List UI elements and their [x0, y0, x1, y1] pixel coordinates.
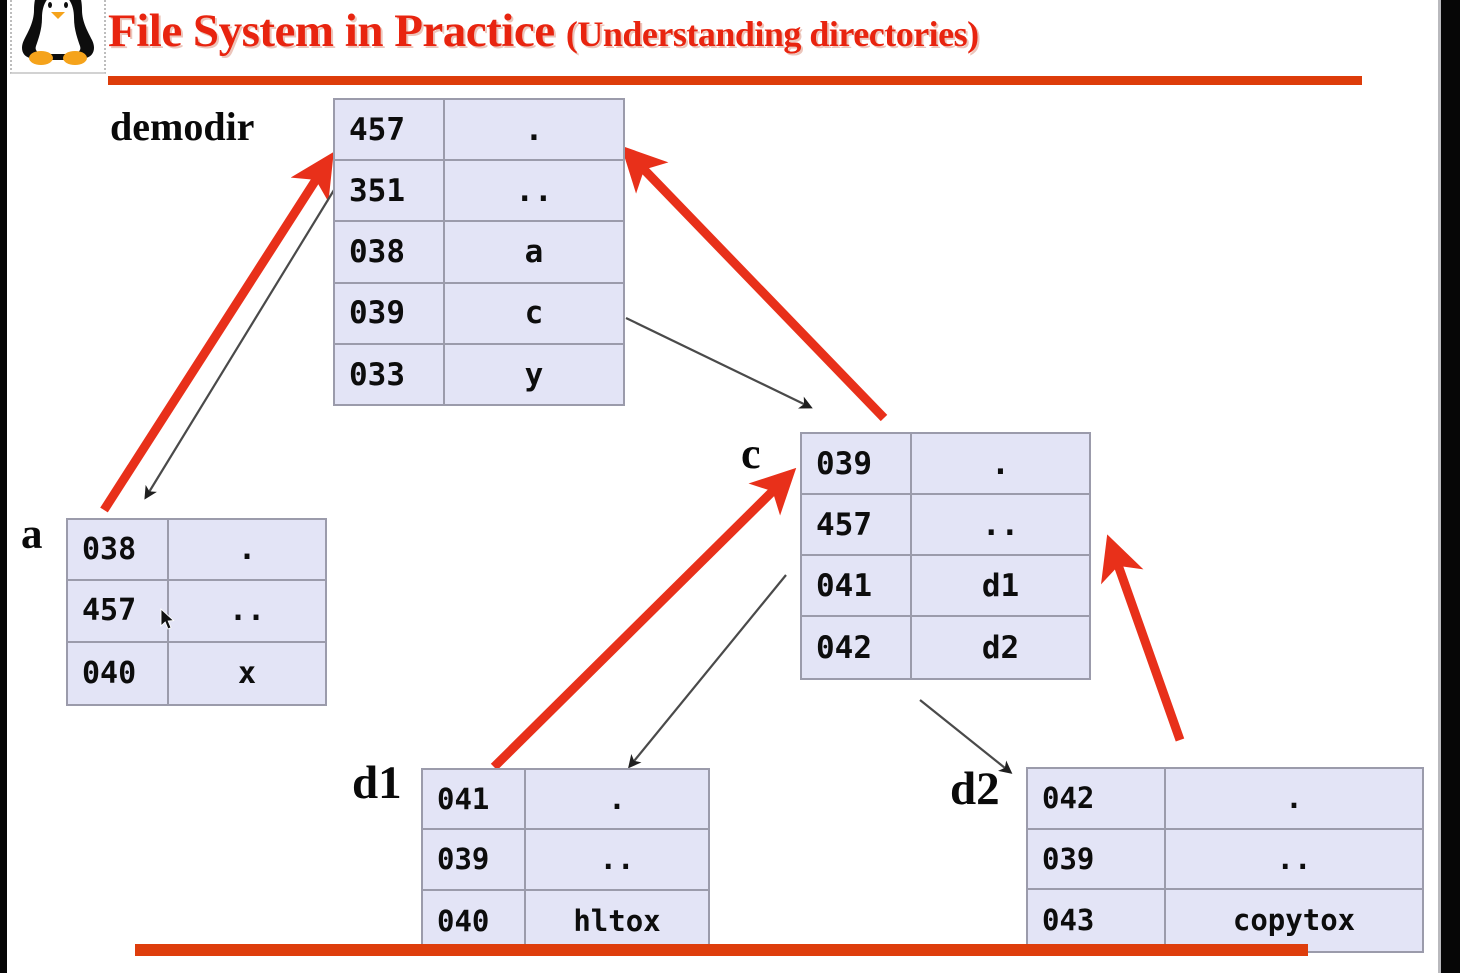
inode-cell: 457 — [68, 581, 169, 641]
inode-cell: 042 — [1028, 769, 1166, 828]
inode-cell: 039 — [1028, 829, 1166, 889]
name-cell: . — [991, 445, 1010, 482]
table-row[interactable]: 033 y — [335, 344, 623, 406]
table-row[interactable]: 039 . — [802, 434, 1089, 495]
inode-cell: 039 — [423, 830, 526, 889]
arrow-d2-to-c — [1101, 534, 1185, 742]
inode-cell: 457 — [802, 495, 912, 554]
name-cell: .. — [599, 842, 635, 877]
dir-table-c: 039 . 457 .. 041 d1 042 d2 — [800, 432, 1091, 680]
inode-cell: 038 — [335, 222, 445, 282]
inode-cell: 040 — [423, 890, 526, 951]
mouse-cursor-icon — [160, 608, 175, 630]
name-cell: c — [524, 295, 544, 332]
name-cell: d2 — [981, 629, 1020, 666]
table-row[interactable]: 042 . — [1028, 769, 1422, 830]
table-row[interactable]: 040 x — [68, 642, 325, 704]
inode-cell: 033 — [335, 344, 445, 406]
table-row[interactable]: 041 d1 — [802, 556, 1089, 617]
page-title: File System in Practice (Understanding d… — [108, 4, 979, 58]
table-row[interactable]: 043 copytox — [1028, 890, 1422, 951]
inode-cell: 457 — [335, 100, 445, 160]
inode-cell: 042 — [802, 617, 912, 678]
tux-penguin-logo — [10, 0, 106, 74]
dir-label-c: c — [741, 429, 761, 478]
table-row[interactable]: 038 a — [335, 222, 623, 284]
name-cell: copytox — [1232, 903, 1356, 938]
dir-table-demodir: 457 . 351 .. 038 a 039 c 033 y — [333, 98, 625, 406]
table-row[interactable]: 039 c — [335, 283, 623, 345]
table-row[interactable]: 040 hltox — [423, 890, 708, 951]
bottom-rule — [135, 944, 1308, 956]
name-cell: x — [237, 655, 257, 691]
arrow-demodir-a-to-a — [144, 189, 335, 500]
inode-cell: 351 — [335, 161, 445, 221]
arrow-demodir-c-to-c — [625, 317, 813, 409]
frame-bar-right — [1441, 0, 1460, 973]
table-row[interactable]: 039 .. — [423, 830, 708, 891]
title-underline-rule — [108, 76, 1362, 85]
name-cell: . — [1285, 781, 1303, 816]
inode-cell: 041 — [423, 770, 526, 829]
dir-label-d1: d1 — [352, 757, 402, 809]
arrow-c-to-demodir — [620, 145, 888, 422]
frame-seam — [1438, 0, 1441, 973]
name-cell: y — [524, 357, 544, 394]
table-row[interactable]: 041 . — [423, 770, 708, 831]
name-cell: a — [524, 233, 544, 270]
table-row[interactable]: 457 .. — [68, 581, 325, 643]
dir-table-a: 038 . 457 .. 040 x — [66, 518, 327, 706]
dir-label-a: a — [21, 511, 43, 558]
dir-table-d2: 042 . 039 .. 043 copytox — [1026, 767, 1424, 953]
inode-cell: 040 — [68, 642, 169, 704]
inode-cell: 041 — [802, 556, 912, 615]
name-cell: hltox — [573, 903, 661, 938]
name-cell: .. — [1276, 841, 1312, 876]
name-cell: .. — [228, 593, 266, 629]
name-cell: .. — [515, 172, 553, 209]
frame-bar-left — [0, 0, 7, 973]
page-title-sub: (Understanding directories) — [565, 14, 979, 54]
dir-label-demodir: demodir — [110, 104, 255, 149]
name-cell: . — [608, 782, 626, 817]
name-cell: . — [237, 532, 257, 568]
name-cell: .. — [981, 506, 1020, 543]
inode-cell: 043 — [1028, 890, 1166, 951]
table-row[interactable]: 038 . — [68, 520, 325, 582]
table-row[interactable]: 457 .. — [802, 495, 1089, 556]
arrow-d1-to-c — [490, 467, 797, 771]
inode-cell: 039 — [335, 283, 445, 343]
table-row[interactable]: 351 .. — [335, 161, 623, 223]
name-cell: d1 — [981, 567, 1020, 604]
page-title-main: File System in Practice — [108, 5, 555, 57]
dir-table-d1: 041 . 039 .. 040 hltox — [421, 768, 710, 953]
inode-cell: 039 — [802, 434, 912, 493]
table-row[interactable]: 042 d2 — [802, 617, 1089, 678]
name-cell: . — [524, 111, 544, 148]
table-row[interactable]: 457 . — [335, 100, 623, 162]
dir-label-d2: d2 — [950, 763, 1000, 815]
arrow-c-d1-to-d1 — [628, 574, 787, 769]
table-row[interactable]: 039 .. — [1028, 829, 1422, 891]
arrow-a-to-demodir — [100, 151, 334, 513]
inode-cell: 038 — [68, 520, 169, 580]
